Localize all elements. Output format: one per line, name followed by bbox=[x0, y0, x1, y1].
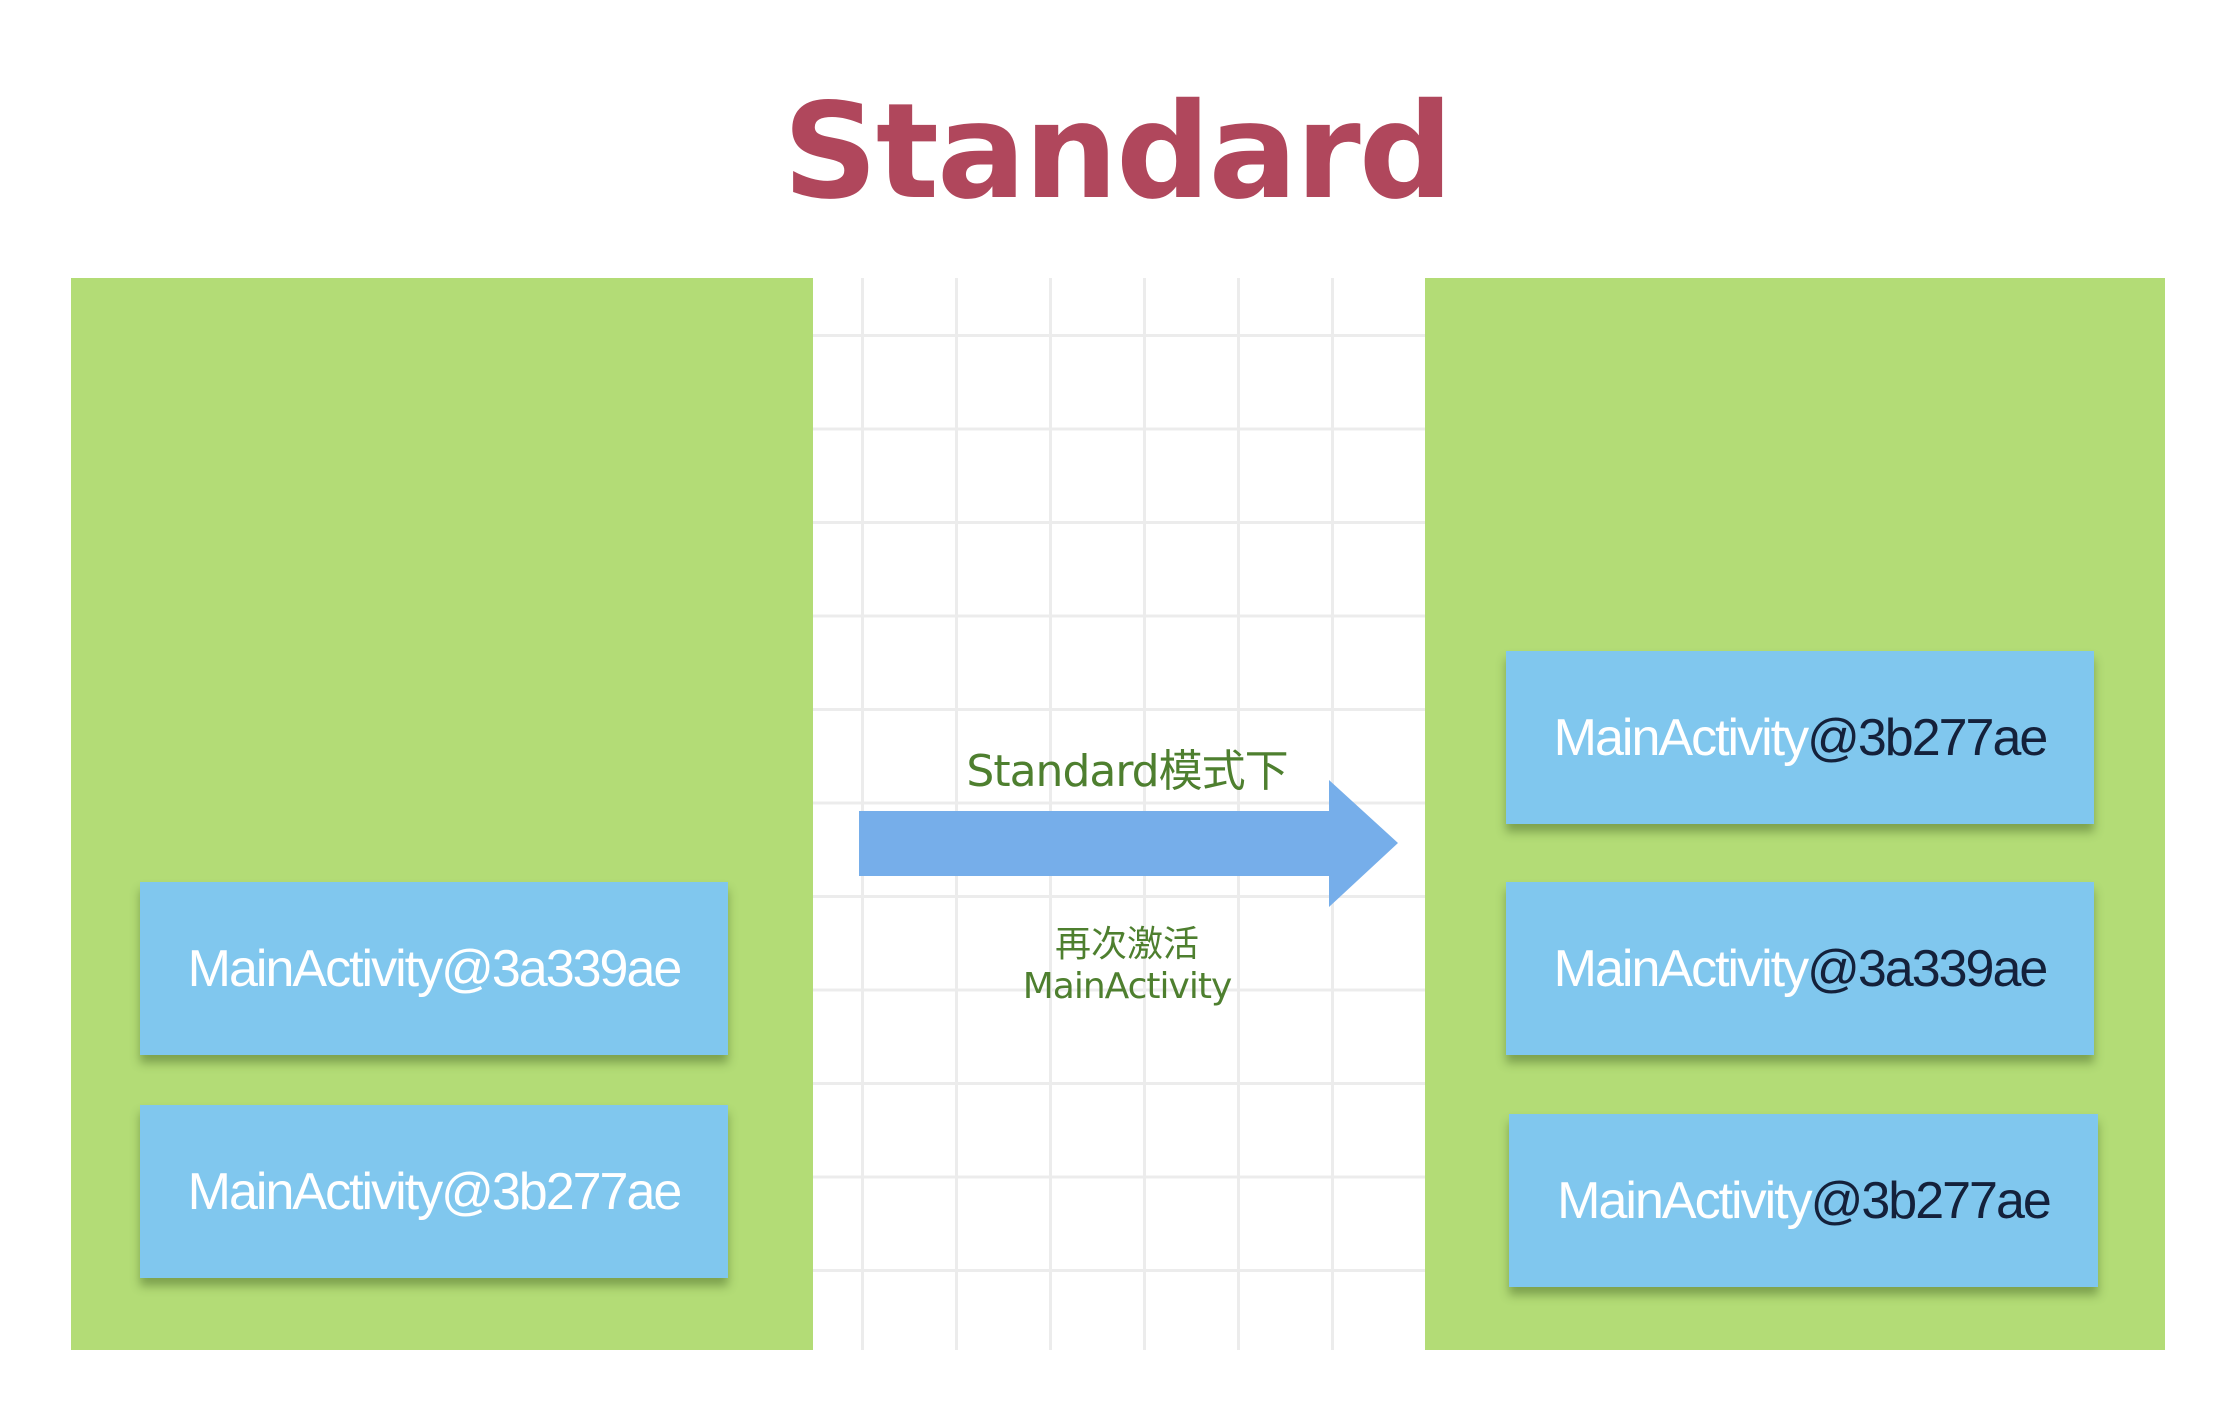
activity-card: MainActivity@3b277ae bbox=[140, 1105, 728, 1278]
transition-label-line1: 再次激活 bbox=[1054, 924, 1199, 965]
task-stack-after: MainActivity@3b277ae MainActivity@3a339a… bbox=[1425, 278, 2165, 1350]
activity-card: MainActivity@3a339ae bbox=[140, 882, 728, 1055]
arrow-shape bbox=[859, 780, 1398, 907]
activity-address: @3b277ae bbox=[1807, 708, 2048, 767]
activity-card: MainActivity@3a339ae bbox=[1506, 882, 2094, 1055]
activity-card: MainActivity@3b277ae bbox=[1509, 1114, 2098, 1287]
slide-title: Standard bbox=[782, 75, 1453, 229]
arrow-right-icon bbox=[859, 780, 1398, 907]
activity-card: MainActivity@3b277ae bbox=[1506, 651, 2094, 824]
activity-name: MainActivity bbox=[187, 1162, 443, 1221]
task-stack-before: MainActivity@3a339ae MainActivity@3b277a… bbox=[71, 278, 813, 1350]
transition-label-top: Standard模式下 bbox=[966, 746, 1288, 797]
activity-address: @3a339ae bbox=[441, 939, 682, 998]
activity-name: MainActivity bbox=[187, 939, 443, 998]
transition-label-line2: MainActivity bbox=[1022, 966, 1233, 1007]
activity-name: MainActivity bbox=[1553, 939, 1809, 998]
activity-name: MainActivity bbox=[1557, 1171, 1812, 1230]
activity-address: @3b277ae bbox=[1810, 1171, 2052, 1230]
activity-address: @3a339ae bbox=[1807, 939, 2048, 998]
activity-address: @3b277ae bbox=[441, 1162, 682, 1221]
activity-name: MainActivity bbox=[1553, 708, 1809, 767]
